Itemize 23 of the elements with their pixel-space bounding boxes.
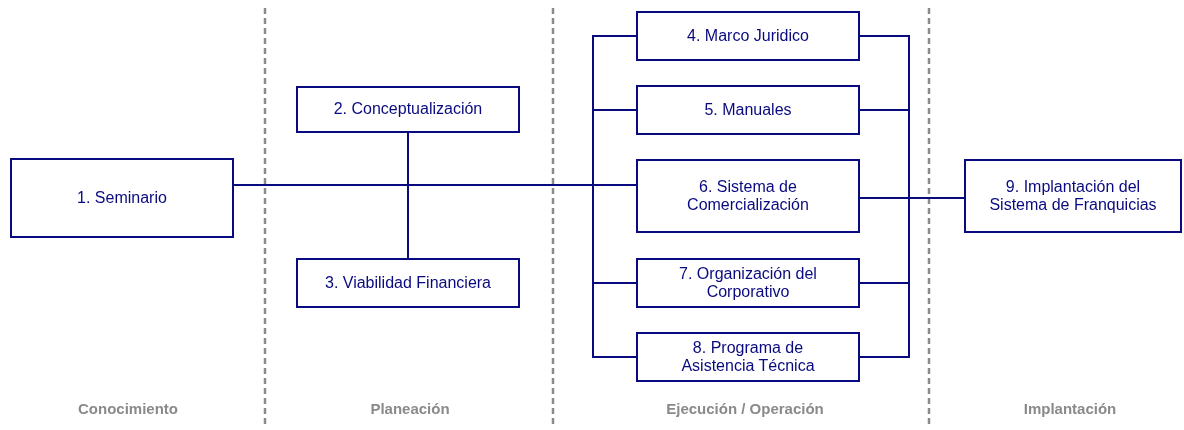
- process-box: [636, 258, 860, 308]
- connector-line: [859, 197, 965, 358]
- process-box: [636, 159, 860, 233]
- box-label: 9. Implantación del Sistema de Franquicias: [988, 177, 1158, 215]
- process-box: [636, 85, 860, 135]
- box-label: 6. Sistema de Comercialización: [686, 177, 810, 215]
- process-box: [10, 158, 234, 238]
- process-box: [296, 258, 520, 308]
- box-label: 1. Seminario: [77, 188, 167, 208]
- phase-label: Implantación: [1022, 400, 1118, 417]
- box-label: 2. Conceptualización: [333, 100, 483, 119]
- box-label: 7. Organización del Corporativo: [678, 264, 818, 302]
- process-box: [296, 86, 520, 133]
- box-label: 4. Marco Juridico: [687, 26, 809, 46]
- box-label: 8. Programa de Asistencia Técnica: [680, 338, 816, 376]
- phase-label: Planeación: [369, 400, 451, 417]
- process-box: [964, 159, 1182, 233]
- process-box: [636, 332, 860, 382]
- box-label: 3. Viabilidad Financiera: [325, 273, 491, 293]
- phase-label: Ejecución / Operación: [665, 400, 825, 417]
- box-label: 5. Manuales: [704, 100, 792, 120]
- phase-label: Conocimiento: [77, 400, 179, 417]
- process-box: [636, 11, 860, 61]
